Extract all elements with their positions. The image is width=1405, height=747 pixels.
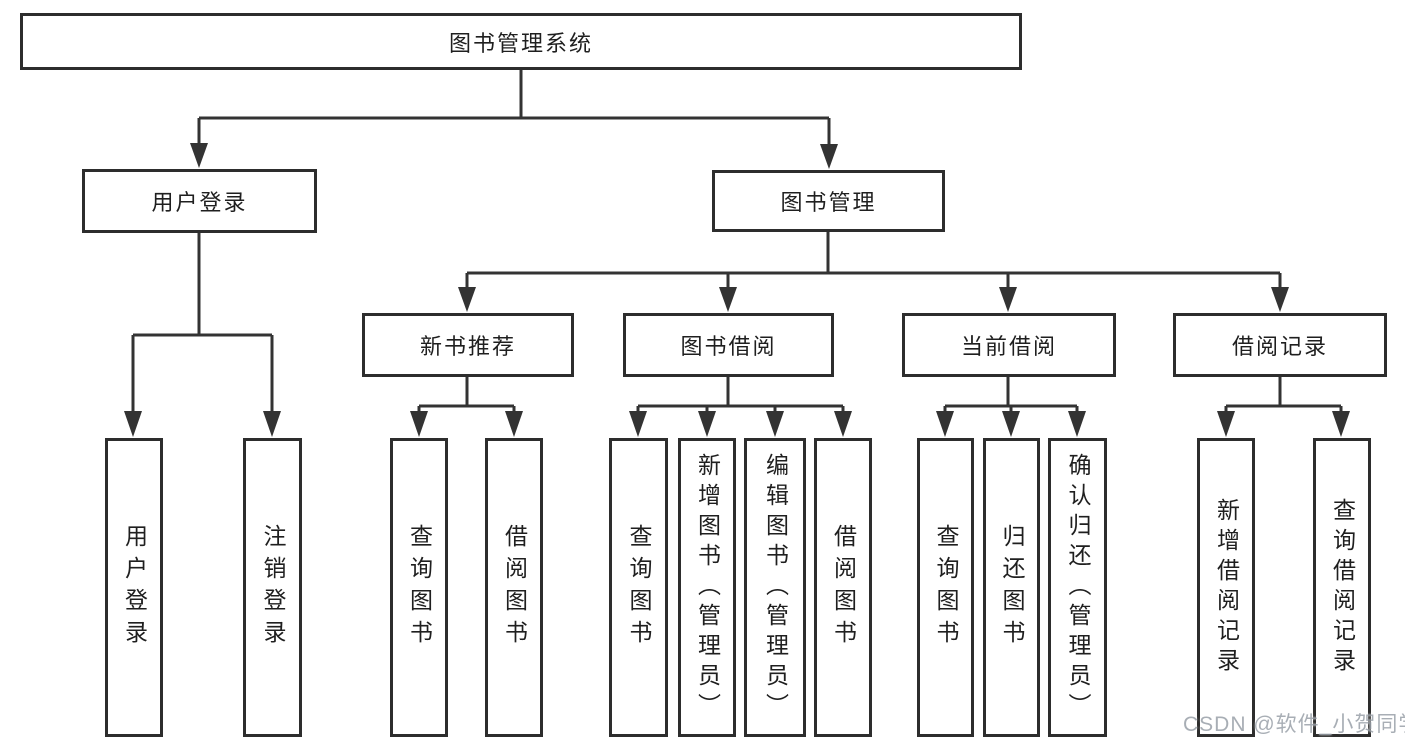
node-book-borrow: 图书借阅 — [623, 313, 834, 377]
leaf-user-login: 用户登录 — [105, 438, 163, 737]
node-current-borrow: 当前借阅 — [902, 313, 1116, 377]
leaf-cb-confirm-return-admin-label: 确认归还（管理员） — [1065, 452, 1091, 723]
leaf-br-query-record: 查询借阅记录 — [1313, 438, 1371, 737]
leaf-bb-add-books-admin: 新增图书（管理员） — [678, 438, 736, 737]
node-root: 图书管理系统 — [20, 13, 1022, 70]
node-root-label: 图书管理系统 — [448, 30, 593, 56]
leaf-logout-label: 注销登录 — [260, 523, 286, 652]
leaf-bb-add-books-admin-label: 新增图书（管理员） — [694, 452, 721, 723]
node-book-management: 图书管理 — [712, 170, 945, 232]
connector-arrowheads — [124, 143, 1350, 437]
csdn-watermark: CSDN @软件_小贺同学 — [1183, 713, 1405, 736]
node-borrow-records: 借阅记录 — [1173, 313, 1387, 377]
leaf-bb-borrow-books-label: 借阅图书 — [830, 523, 857, 652]
leaf-nbr-borrow-books-label: 借阅图书 — [501, 523, 528, 652]
leaf-br-add-record: 新增借阅记录 — [1197, 438, 1255, 737]
node-current-borrow-label: 当前借阅 — [960, 334, 1057, 359]
node-new-book-recommend: 新书推荐 — [362, 313, 574, 377]
node-user-login: 用户登录 — [82, 169, 317, 233]
leaf-br-query-record-label: 查询借阅记录 — [1329, 497, 1356, 678]
leaf-bb-query-books-label: 查询图书 — [626, 523, 652, 652]
node-user-login-label: 用户登录 — [151, 190, 248, 215]
leaf-bb-edit-books-admin-label: 编辑图书（管理员） — [762, 452, 789, 723]
node-book-management-label: 图书管理 — [780, 190, 877, 215]
leaf-cb-return-books-label: 归还图书 — [999, 523, 1025, 652]
leaf-bb-edit-books-admin: 编辑图书（管理员） — [744, 438, 806, 737]
leaf-user-login-label: 用户登录 — [121, 523, 148, 652]
leaf-cb-query-books-label: 查询图书 — [933, 523, 959, 652]
leaf-logout: 注销登录 — [243, 438, 302, 737]
leaf-br-add-record-label: 新增借阅记录 — [1213, 497, 1240, 678]
leaf-nbr-borrow-books: 借阅图书 — [485, 438, 543, 737]
leaf-nbr-query-books-label: 查询图书 — [406, 523, 433, 652]
leaf-bb-borrow-books: 借阅图书 — [814, 438, 872, 737]
leaf-bb-query-books: 查询图书 — [609, 438, 668, 737]
node-new-book-recommend-label: 新书推荐 — [419, 334, 516, 359]
leaf-nbr-query-books: 查询图书 — [390, 438, 448, 737]
node-borrow-records-label: 借阅记录 — [1231, 334, 1328, 359]
leaf-cb-return-books: 归还图书 — [983, 438, 1040, 737]
leaf-cb-confirm-return-admin: 确认归还（管理员） — [1048, 438, 1107, 737]
node-book-borrow-label: 图书借阅 — [680, 334, 777, 359]
leaf-cb-query-books: 查询图书 — [917, 438, 974, 737]
